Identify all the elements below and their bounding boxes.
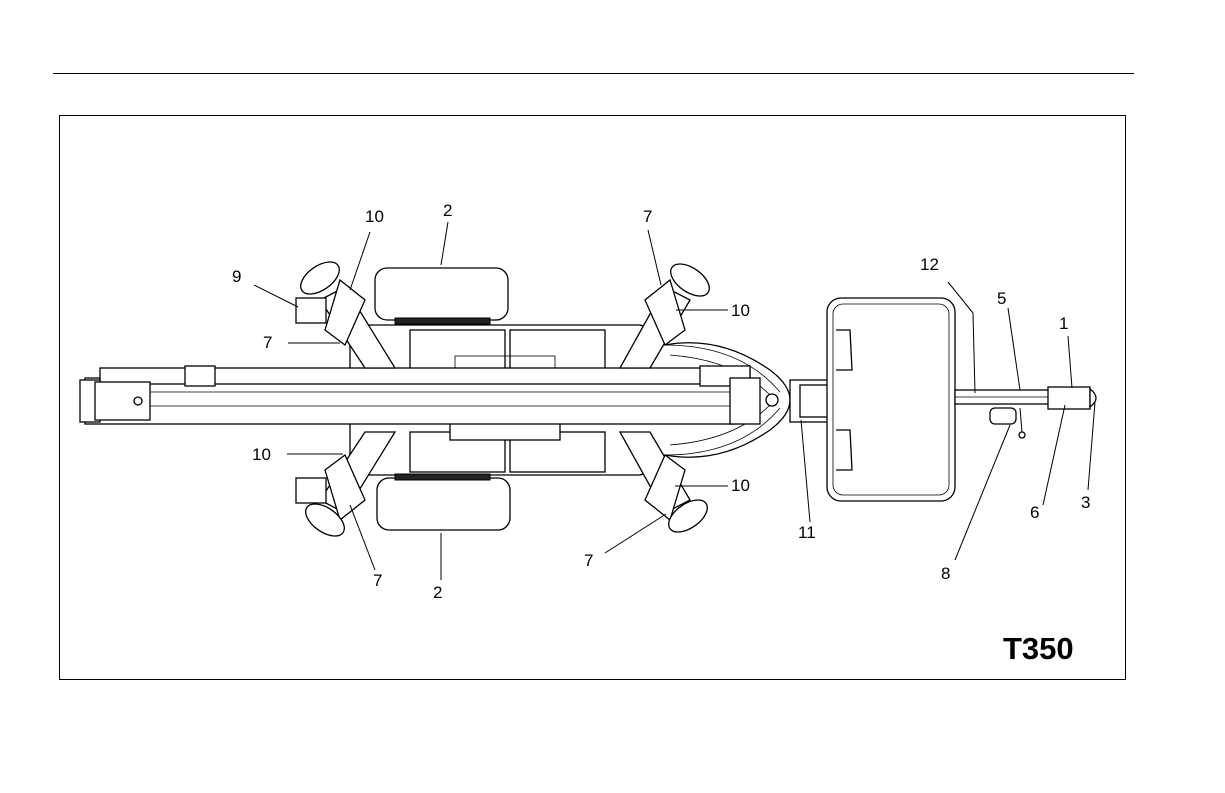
bottom-wheel-2 bbox=[377, 474, 510, 530]
callout-11: 11 bbox=[798, 523, 816, 542]
drawbar bbox=[955, 387, 1096, 438]
top-wheel-2 bbox=[375, 268, 508, 324]
callout-12: 12 bbox=[920, 255, 939, 274]
boom bbox=[80, 366, 760, 424]
callout-2-bottom: 2 bbox=[433, 583, 442, 602]
callout-10-bottom-left: 10 bbox=[252, 445, 271, 464]
callout-2-top: 2 bbox=[443, 201, 452, 220]
callout-5: 5 bbox=[997, 289, 1006, 308]
callout-6: 6 bbox=[1030, 503, 1039, 522]
model-label: T350 bbox=[1003, 631, 1074, 666]
callout-3: 3 bbox=[1081, 493, 1090, 512]
callout-7-top-right: 7 bbox=[643, 207, 652, 226]
callout-7-bottom-left: 7 bbox=[373, 571, 382, 590]
callout-10-top-left: 10 bbox=[365, 207, 384, 226]
callout-1: 1 bbox=[1059, 314, 1068, 333]
callout-8: 8 bbox=[941, 564, 950, 583]
callout-7-bottom-right: 7 bbox=[584, 551, 593, 570]
platform-basket bbox=[827, 298, 955, 501]
callout-7-top-left: 7 bbox=[263, 333, 272, 352]
callout-10-top-right: 10 bbox=[731, 301, 750, 320]
callout-10-bottom-right: 10 bbox=[731, 476, 750, 495]
callout-9: 9 bbox=[232, 267, 241, 286]
